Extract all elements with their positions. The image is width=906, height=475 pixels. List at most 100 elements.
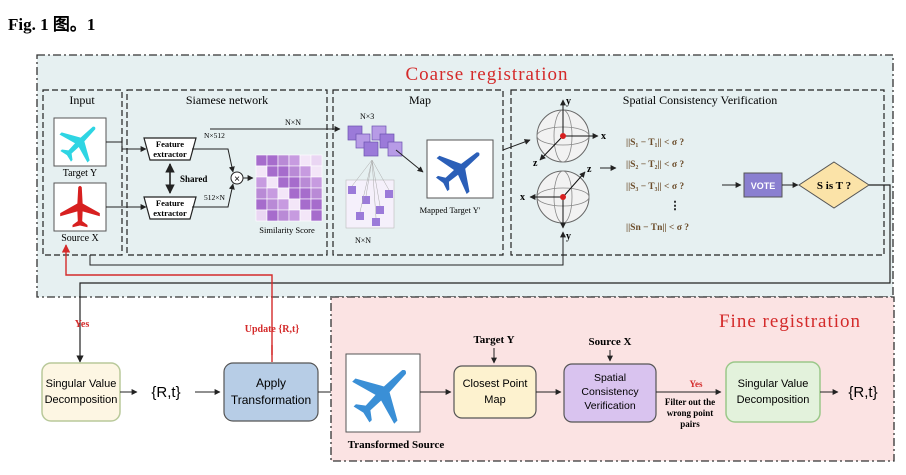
- source-label: Source X: [61, 233, 99, 244]
- similarity-cell: [266, 176, 279, 189]
- similarity-cell: [288, 176, 301, 189]
- similarity-cell: [266, 198, 279, 211]
- mapped-target-label: Mapped Target Y': [420, 205, 481, 215]
- axis-z-top: z: [533, 158, 538, 169]
- bottom-to-multiply-arrow: [192, 183, 235, 208]
- mapping-matrix: [345, 159, 395, 229]
- similarity-cell: [255, 187, 268, 200]
- fine-source-x-label: Source X: [589, 336, 632, 348]
- condition-1: ||S₁ − T₁|| < σ ?: [626, 138, 684, 148]
- similarity-cell: [299, 154, 312, 167]
- similarity-cell: [299, 209, 312, 222]
- similarity-cell: [310, 154, 323, 167]
- fine-target-y-label: Target Y: [473, 334, 514, 346]
- transformed-source-label: Transformed Source: [348, 439, 445, 451]
- similarity-cell: [277, 154, 290, 167]
- closest-line2: Map: [484, 394, 505, 406]
- map-title: Map: [409, 93, 431, 107]
- map-to-svc-arrow: [502, 139, 531, 151]
- similarity-cell: [288, 154, 301, 167]
- axis-y-bottom: y: [566, 231, 571, 242]
- filter-line1: Filter out the: [665, 397, 715, 407]
- similarity-cell: [266, 165, 279, 178]
- yes-label: Yes: [75, 319, 90, 330]
- fine-svc-line2: Consistency: [581, 386, 639, 398]
- input-panel: [42, 89, 123, 256]
- dim-top: N×512: [204, 131, 225, 140]
- similarity-cell: [288, 165, 301, 178]
- siamese-title: Siamese network: [186, 93, 268, 107]
- condition-n: ||Sn − Tn|| < σ ?: [626, 223, 689, 233]
- multiply-symbol: ×: [234, 174, 240, 185]
- condition-2: ||S₂ − T₂|| < σ ?: [626, 160, 684, 170]
- mapping-cell: [356, 212, 364, 220]
- mapping-link: [371, 159, 377, 219]
- similarity-cell: [299, 176, 312, 189]
- decision-label: S is T ?: [817, 180, 851, 192]
- similarity-matrix: [255, 154, 323, 222]
- similarity-cell: [277, 165, 290, 178]
- similarity-cell: [277, 176, 290, 189]
- similarity-cell: [299, 187, 312, 200]
- mapping-cell: [385, 190, 393, 198]
- mapping-cell: [348, 186, 356, 194]
- top-to-multiply-arrow: [192, 148, 235, 173]
- condition-ellipsis: ⋮: [670, 200, 681, 212]
- fine-svc-box: [563, 363, 657, 423]
- svc-title: Spatial Consistency Verification: [623, 93, 777, 107]
- dim-bottom: 512×N: [204, 193, 225, 202]
- source-to-svc-arrow: [89, 231, 566, 266]
- closest-line1: Closest Point: [463, 378, 528, 390]
- similarity-cell: [310, 198, 323, 211]
- similarity-cell: [299, 165, 312, 178]
- rt-fine: {R,t}: [848, 384, 877, 401]
- similarity-cell: [277, 198, 290, 211]
- axis-x-top: x: [601, 131, 606, 142]
- map-n3-label: N×3: [360, 112, 374, 121]
- siamese-panel: [126, 89, 328, 256]
- similarity-cell: [255, 198, 268, 211]
- mapping-link: [371, 159, 381, 207]
- decision-yes-path: [76, 184, 891, 363]
- axis-y-top: y: [566, 96, 571, 107]
- similarity-cell: [310, 209, 323, 222]
- update-label: Update {R,t}: [245, 324, 300, 335]
- similarity-cell: [277, 187, 290, 200]
- similarity-cell: [266, 209, 279, 222]
- point-feature-stack: [347, 125, 403, 157]
- similarity-cell: [310, 187, 323, 200]
- rt-coarse: {R,t}: [151, 384, 180, 401]
- map-nxn-label: N×N: [355, 236, 371, 245]
- target-label: Target Y: [63, 168, 98, 179]
- similarity-cell: [255, 154, 268, 167]
- similarity-cell: [255, 176, 268, 189]
- vote-label: VOTE: [751, 181, 776, 191]
- decision-diamond: [798, 161, 870, 209]
- similarity-cell: [266, 154, 279, 167]
- similarity-cell: [255, 209, 268, 222]
- svd-box-fine: [725, 361, 821, 423]
- similarity-cell: [288, 187, 301, 200]
- svd-box-coarse: [41, 362, 121, 422]
- point-sphere-top: [536, 99, 599, 163]
- point-sphere-bottom: [529, 170, 590, 229]
- mapping-link: [365, 159, 373, 197]
- feature-cube: [387, 141, 403, 157]
- map-panel: [332, 89, 504, 256]
- coarse-title: Coarse registration: [405, 64, 568, 85]
- shared-label: Shared: [180, 174, 207, 184]
- svc-panel: [510, 89, 885, 256]
- closest-point-map-box: [453, 365, 537, 419]
- map-to-target-arrow: [395, 149, 424, 173]
- nxn-top-label: N×N: [285, 118, 301, 127]
- update-loop-arrow: [61, 244, 273, 355]
- fine-svc-line3: Verification: [584, 400, 636, 412]
- fine-yes-label: Yes: [690, 379, 703, 389]
- mapping-cell: [376, 206, 384, 214]
- apply-line2: Transformation: [231, 393, 311, 407]
- feature-extractor-bottom: [143, 196, 197, 220]
- svd-coarse-line2: Decomposition: [45, 394, 118, 406]
